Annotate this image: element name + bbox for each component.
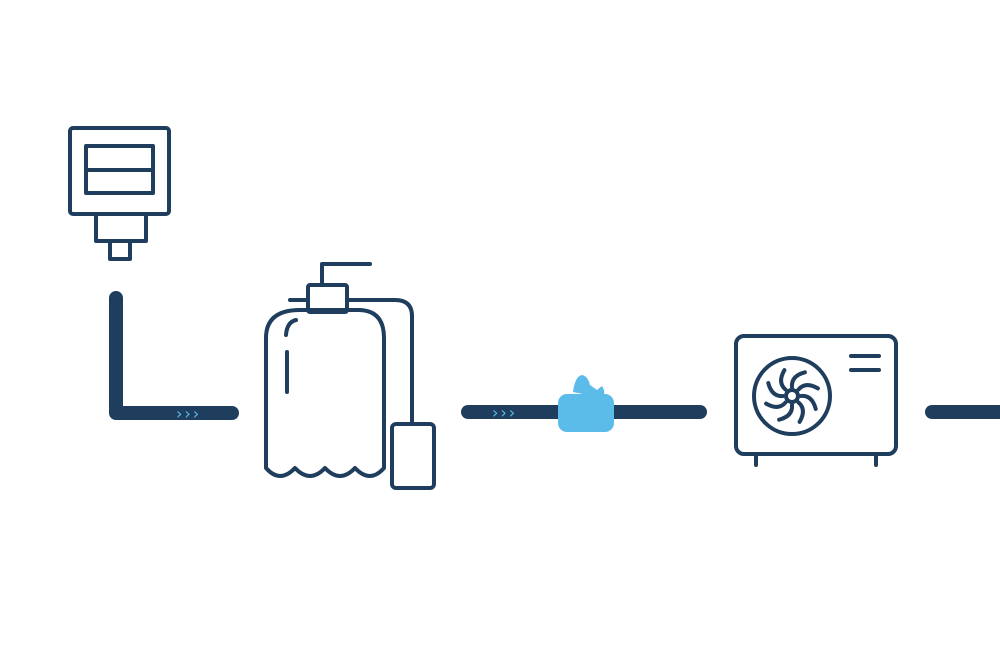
valve-icon (558, 375, 614, 432)
fan-blade (799, 393, 818, 411)
fan-blade (789, 370, 807, 389)
flow-arrows-2: ››› (492, 403, 517, 422)
fan-blade (796, 383, 820, 392)
fan-blade (779, 368, 788, 392)
fan-blade (777, 403, 795, 422)
fan-blade (766, 381, 785, 399)
flow-arrows-1: ››› (176, 404, 201, 423)
svg-text:›››: ››› (176, 404, 201, 423)
svg-text:›››: ››› (492, 403, 517, 422)
fan-blade (796, 400, 805, 424)
controller-box-icon (68, 126, 171, 261)
fan-blade (764, 400, 788, 409)
pipe-segment-1 (109, 291, 239, 420)
heat-pump-fan-icon (734, 334, 898, 467)
sand-filter-icon (264, 262, 436, 490)
